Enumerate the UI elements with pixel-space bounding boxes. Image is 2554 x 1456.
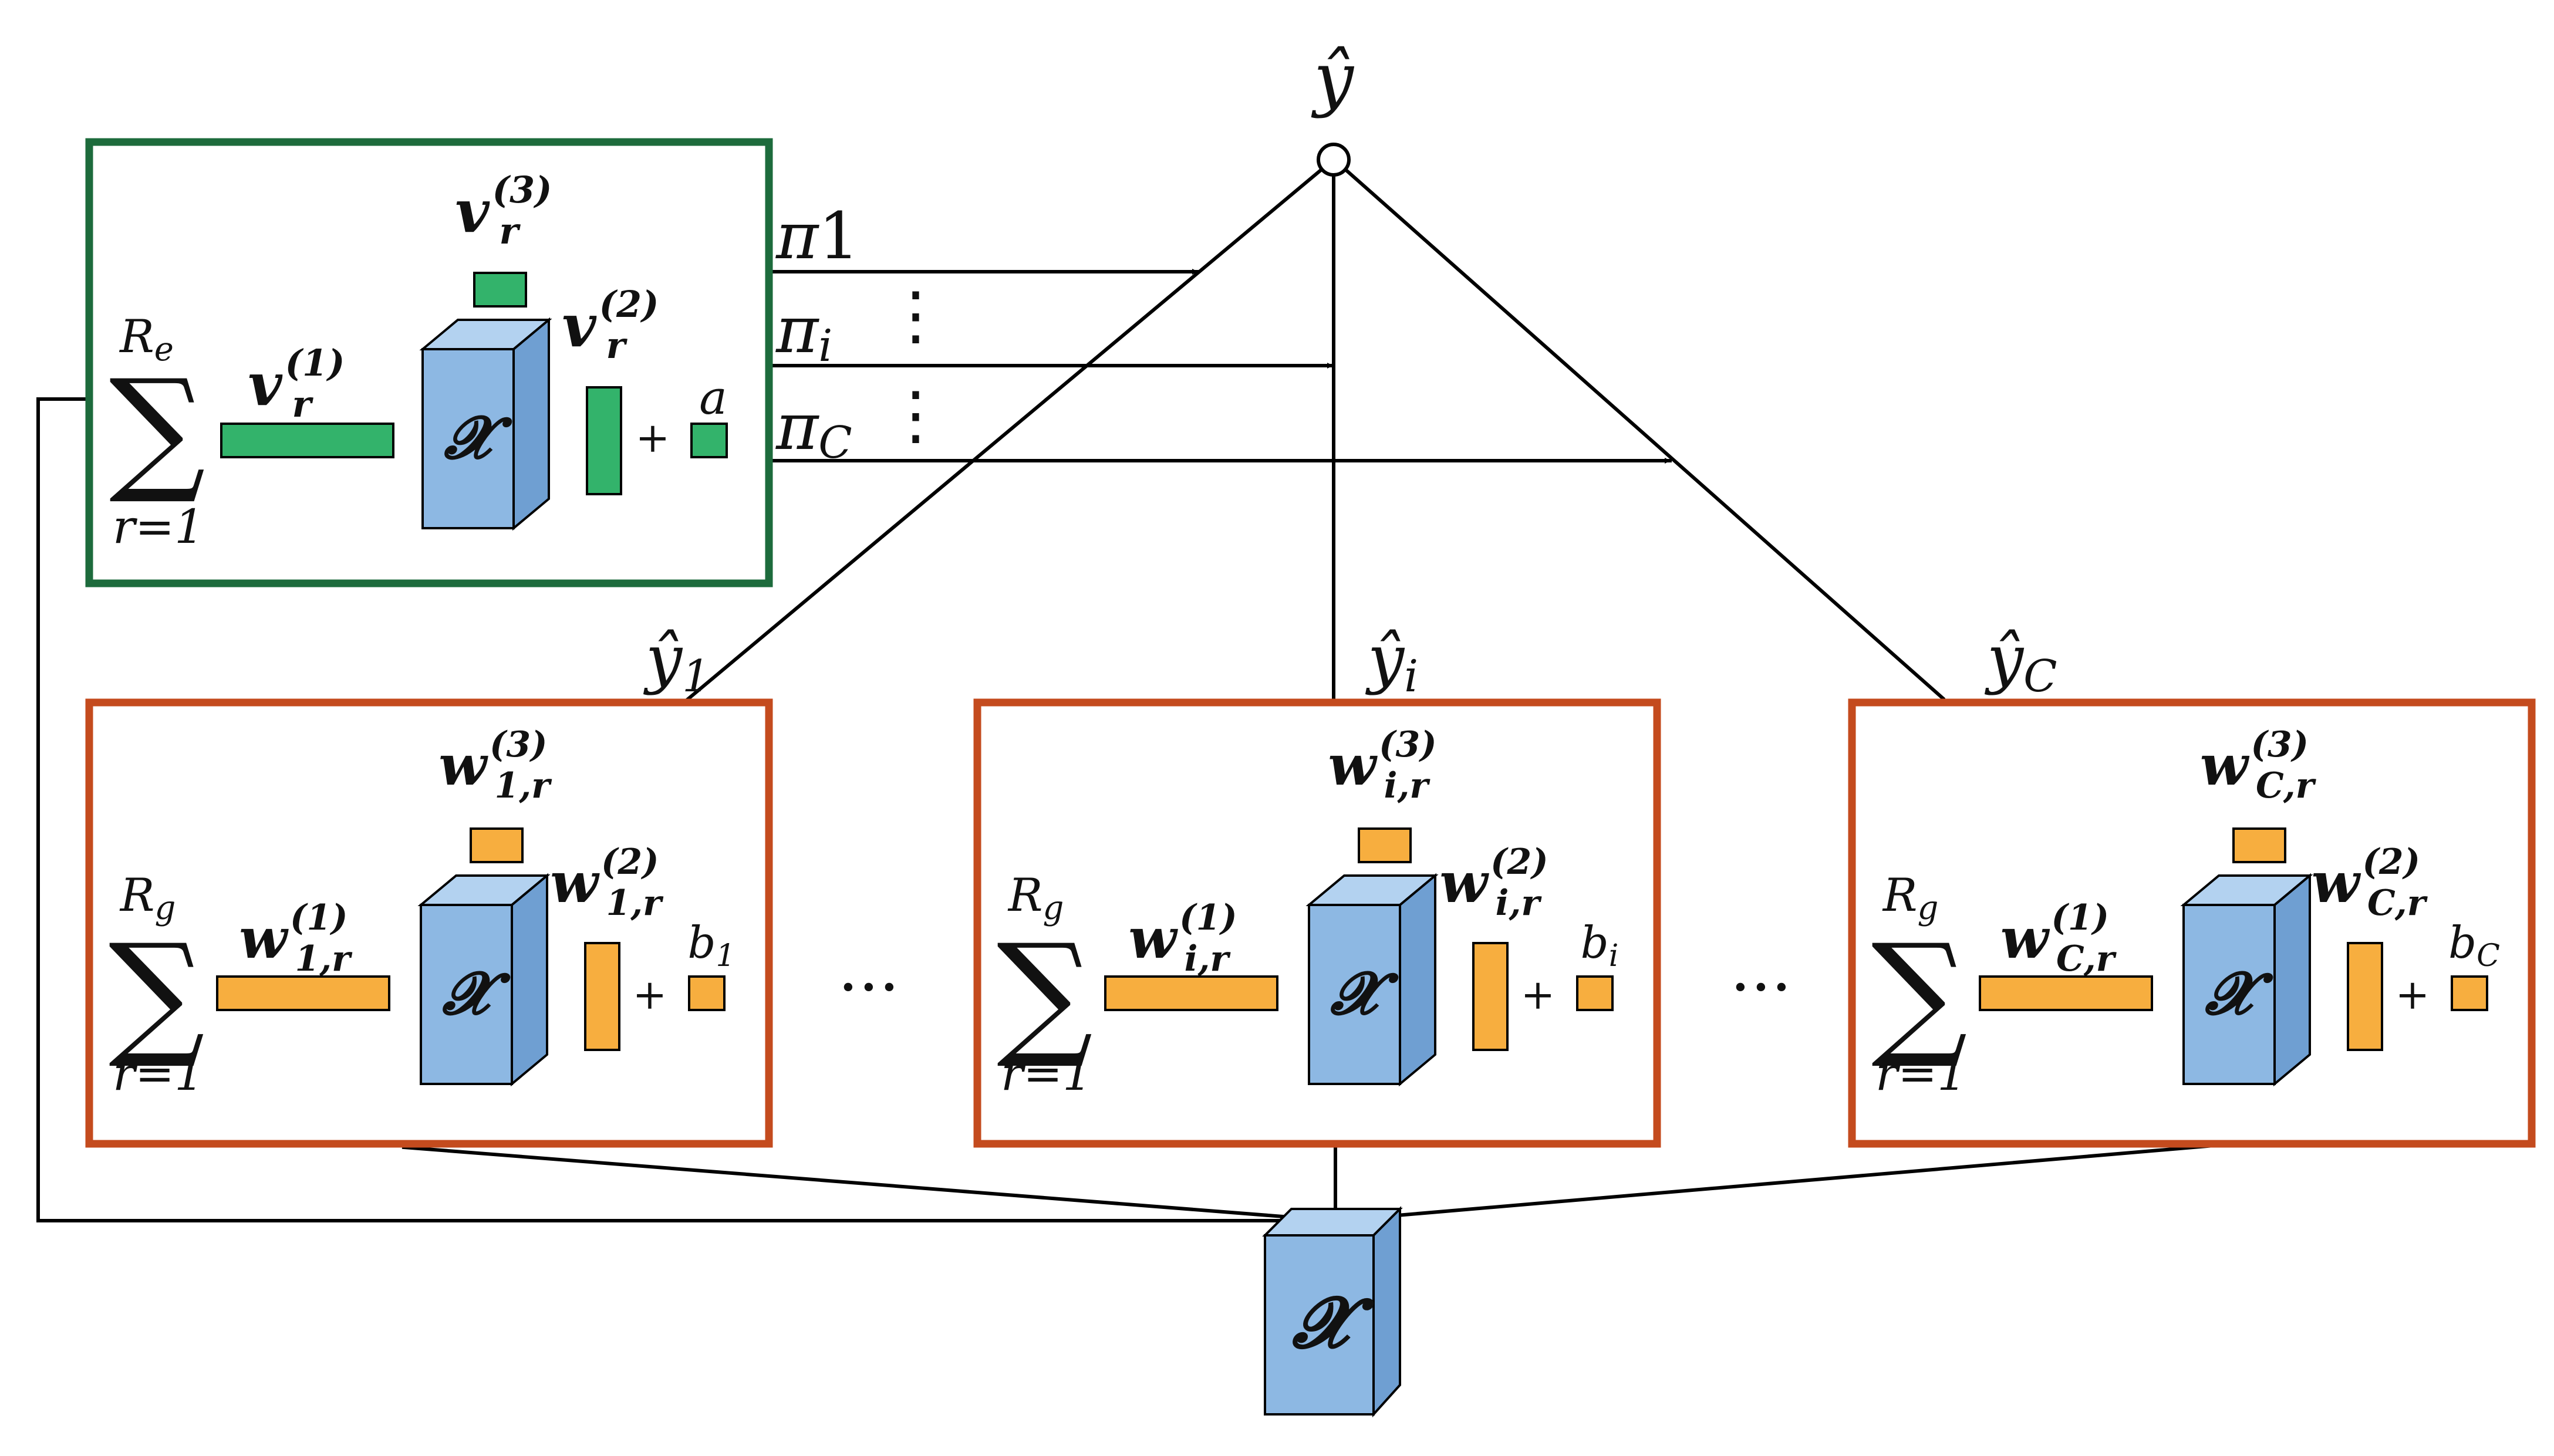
expert-plus: +: [633, 971, 667, 1019]
expert-sum-upper: Rg: [1007, 869, 1064, 927]
expert-sum-lower: r=1: [1875, 1046, 1967, 1101]
expert-tensor-cube: 𝓧: [1305, 873, 1439, 1087]
expert-w3-vector: [470, 827, 524, 863]
ellipsis-1: ···: [838, 950, 900, 1025]
expert-output-label: ŷC: [1984, 621, 2057, 702]
expert-sum-upper: Rg: [119, 869, 176, 927]
expert-plus: +: [2396, 971, 2430, 1019]
expert-w1-label: w(1)i,r: [1128, 897, 1237, 979]
expert-w1-vector: [1979, 975, 2153, 1011]
expert-w1-vector: [216, 975, 390, 1011]
gate-pi-i-label: πi: [775, 292, 832, 371]
gate-sum-upper: Re: [119, 310, 174, 369]
expert-bias-scalar: [2451, 975, 2488, 1011]
gate-pi-1-label: π1: [775, 198, 859, 273]
gate-vdots-1: ⋮: [883, 278, 948, 353]
ellipsis-2: ···: [1730, 950, 1792, 1025]
expert-3: ŷC ∑Rg r=1 w(1)C,r w(3)C,r𝓧w(2)C,r + bC: [1848, 621, 2536, 1148]
gate-v2-vector: [586, 386, 622, 495]
expert-w1-label: w(1)C,r: [2000, 897, 2117, 979]
gate-pi-C-label: πC: [775, 389, 852, 468]
expert-bias-label: b1: [687, 917, 735, 974]
expert-output-label: ŷi: [1365, 621, 1418, 702]
expert-networks: ŷ1∑Rgr=1w(1)1,rw(3)1,r𝓧w(2)1,r+b1ŷi∑Rgr=…: [85, 621, 2536, 1148]
expert-w1-vector: [1104, 975, 1278, 1011]
expert-2: ŷi ∑Rg r=1 w(1)i,r w(3)i,r𝓧w(2)i,r + bi: [973, 621, 1661, 1148]
gate-sum-symbol: ∑: [109, 351, 205, 508]
output-combiner-circle: [1317, 143, 1351, 177]
expert-w2-label: w(2)i,r: [1439, 842, 1548, 924]
wire-input-to-expertC: [1333, 1142, 2230, 1223]
gating-network: ∑ Re r=1 v(1)r v(3)r 𝓧 v(2)r + a: [85, 138, 948, 587]
expert-sum-symbol: ∑: [1871, 916, 1968, 1072]
wire-expert1-to-output: [681, 161, 1331, 705]
gate-v1-label: v(1)r: [248, 342, 345, 425]
wire-input-to-gate: [36, 397, 1337, 1222]
expert-w1-label: w(1)1,r: [239, 897, 353, 979]
expert-output-label: ŷ1: [643, 621, 710, 702]
gate-v2-label: v(2)r: [562, 283, 659, 367]
expert-w3-label: w(3)1,r: [438, 724, 552, 806]
expert-w2-label: w(2)C,r: [2312, 842, 2428, 924]
expert-w2-label: w(2)1,r: [550, 842, 664, 924]
connections: [36, 161, 2230, 1223]
expert-sum-upper: Rg: [1882, 869, 1939, 927]
expert-w2-vector: [2347, 942, 2383, 1051]
expert-1: ŷ1 ∑Rg r=1 w(1)1,r w(3)1,r𝓧w(2)1,r + b1: [85, 621, 773, 1148]
expert-bias-label: bC: [2448, 917, 2500, 974]
expert-w3-label: w(3)C,r: [2200, 724, 2317, 806]
gate-vdots-2: ⋮: [883, 377, 948, 452]
output-label: ŷ: [1311, 38, 1355, 120]
expert-w3-vector: [2232, 827, 2286, 863]
expert-tensor-cube: 𝓧: [417, 873, 551, 1087]
expert-bias-label: bi: [1581, 917, 1619, 974]
gate-bias-label: a: [699, 370, 727, 425]
expert-bias-scalar: [1576, 975, 1614, 1011]
gate-plus: +: [636, 414, 670, 462]
output-node: ŷ: [1311, 38, 1355, 177]
expert-sum-symbol: ∑: [997, 916, 1093, 1072]
wire-input-to-expert1: [402, 1145, 1338, 1223]
expert-bias-scalar: [688, 975, 726, 1011]
expert-w2-vector: [1472, 942, 1509, 1051]
gate-tensor-cube: 𝓧: [419, 317, 552, 531]
expert-tensor-cube: 𝓧: [2180, 873, 2313, 1087]
expert-w2-vector: [584, 942, 620, 1051]
gate-bias-scalar: [690, 423, 728, 458]
gate-v3-vector: [473, 272, 527, 308]
expert-w3-label: w(3)i,r: [1328, 724, 1436, 806]
gate-v1-vector: [220, 423, 394, 458]
wire-expertC-to-output: [1337, 161, 1946, 701]
expert-sum-lower: r=1: [113, 1046, 204, 1101]
gate-v3-label: v(3)r: [456, 168, 552, 252]
expert-sum-lower: r=1: [1001, 1046, 1092, 1101]
expert-plus: +: [1521, 971, 1556, 1019]
expert-sum-symbol: ∑: [109, 916, 205, 1072]
expert-w3-vector: [1358, 827, 1412, 863]
gate-sum-lower: r=1: [113, 499, 204, 554]
input-tensor-cube: 𝓧: [1262, 1206, 1403, 1418]
